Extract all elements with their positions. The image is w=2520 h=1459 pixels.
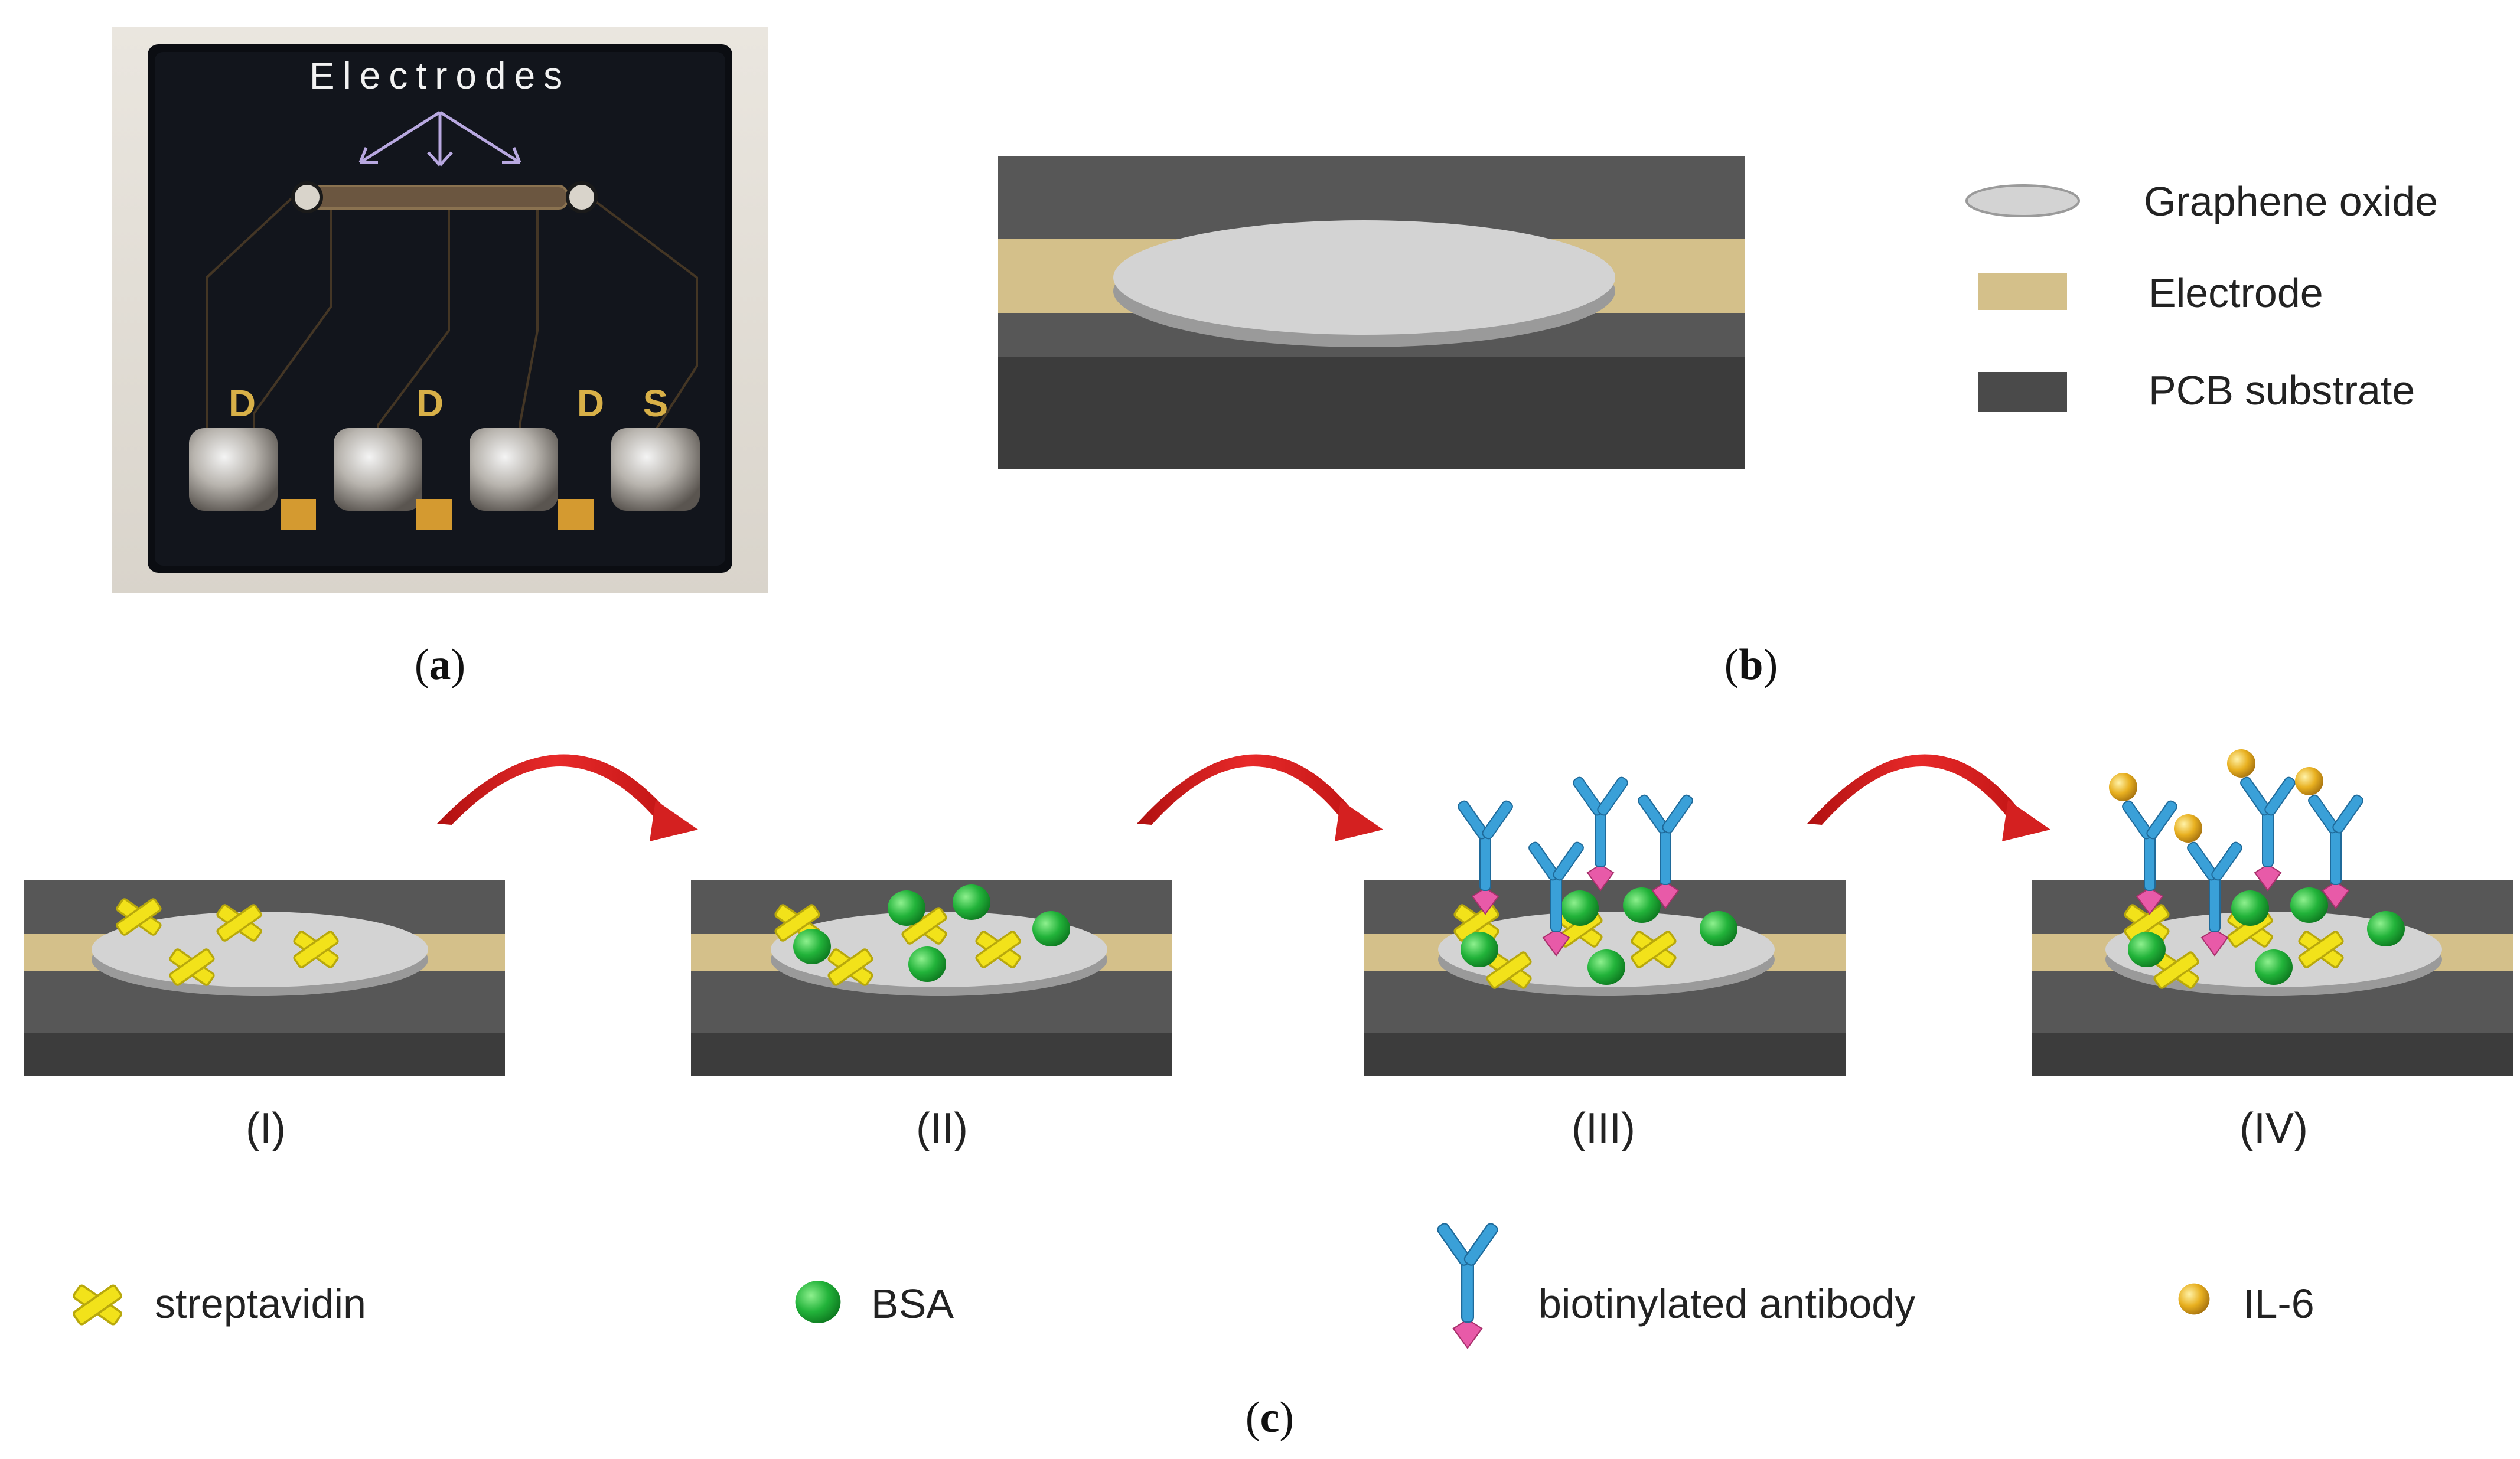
step-arrow-head-1 — [650, 800, 698, 841]
legend-il6-label: IL-6 — [2243, 1281, 2314, 1327]
solder-pads — [189, 428, 700, 530]
device-board-inner — [155, 52, 725, 566]
il6-sphere-icon — [2178, 1283, 2210, 1315]
electrode-pointer-arrows — [358, 110, 521, 167]
panel-b-schematic: Graphene oxide Electrode PCB substrate — [998, 156, 2438, 469]
antibody-y-icon — [1435, 1221, 1500, 1349]
il6-molecule — [2109, 773, 2137, 801]
step-arrow-2 — [1137, 754, 1358, 830]
caption-b: (b) — [1724, 641, 1778, 689]
bsa-sphere-icon — [795, 1281, 841, 1323]
legend-b: Graphene oxide Electrode PCB substrate — [1965, 178, 2438, 413]
step-arrow-1 — [437, 754, 673, 830]
bsa-molecule — [2231, 890, 2269, 926]
legend-substrate-swatch — [1978, 372, 2067, 412]
legend-bsa-label: BSA — [871, 1281, 954, 1327]
panel-c-steps — [24, 749, 2513, 1076]
bsa-molecule — [1032, 911, 1070, 946]
bsa-molecule — [2290, 887, 2328, 923]
legend-electrode-swatch — [1978, 273, 2067, 310]
il6-molecule — [2227, 749, 2255, 778]
electrode-channel — [306, 185, 568, 210]
legend-electrode-label: Electrode — [2149, 270, 2323, 316]
stage-substrate-side — [2032, 1033, 2513, 1076]
pad-label-4: S — [643, 382, 669, 425]
caption-c: (c) — [1246, 1393, 1294, 1442]
graphene-oxide-film — [1113, 220, 1615, 335]
antibody-molecule — [2238, 775, 2297, 891]
antibody-molecule — [1571, 775, 1630, 891]
bsa-molecule — [908, 946, 946, 982]
pad-label-3: D — [577, 382, 604, 425]
step-arrow-3 — [1807, 754, 2026, 830]
stage-substrate-side — [691, 1033, 1172, 1076]
channel-hole-left — [291, 181, 323, 213]
bsa-molecule — [2367, 911, 2405, 946]
legend-antibody-label: biotinylated antibody — [1538, 1281, 1915, 1327]
il6-molecule — [2174, 814, 2202, 843]
caption-a: (a) — [415, 641, 465, 689]
stage-substrate-side — [1364, 1033, 1846, 1076]
legend-streptavidin-label: streptavidin — [155, 1281, 366, 1327]
bsa-molecule — [1461, 932, 1498, 967]
streptavidin-cross-icon — [71, 1283, 123, 1327]
legend-substrate-label: PCB substrate — [2149, 367, 2415, 413]
substrate-side — [998, 357, 1745, 469]
step-arrow-head-2 — [1335, 800, 1383, 841]
step-arrow-head-3 — [2002, 800, 2050, 841]
stage-graphene — [92, 912, 428, 987]
electrodes-label: Electrodes — [309, 54, 570, 97]
bsa-molecule — [2128, 932, 2166, 967]
stage-label-2: (II) — [916, 1105, 968, 1152]
bsa-molecule — [2255, 949, 2293, 985]
stage-label-1: (I) — [246, 1105, 286, 1152]
bsa-molecule — [793, 929, 831, 964]
panel-a-device-photo: Electrodes D D D S — [112, 27, 768, 593]
legend-c: streptavidin BSA biotinylated antibody I… — [71, 1221, 2314, 1349]
device-stage-2 — [691, 880, 1172, 1076]
pcb-traces — [206, 188, 698, 450]
il6-molecule — [2295, 767, 2323, 795]
legend-graphene-label: Graphene oxide — [2144, 178, 2438, 224]
bsa-molecule — [1587, 949, 1625, 985]
bsa-molecule — [1700, 911, 1737, 946]
bsa-molecule — [888, 890, 925, 926]
channel-hole-right — [566, 181, 598, 213]
stage-label-3: (III) — [1572, 1105, 1635, 1152]
pad-label-2: D — [416, 382, 444, 425]
legend-graphene-swatch — [1965, 184, 2080, 217]
bsa-molecule — [953, 884, 990, 920]
stage-label-4: (IV) — [2239, 1105, 2308, 1152]
stage-substrate-side — [24, 1033, 505, 1076]
pad-label-1: D — [229, 382, 256, 425]
bsa-molecule — [1561, 890, 1599, 926]
device-stage-1 — [24, 880, 505, 1076]
